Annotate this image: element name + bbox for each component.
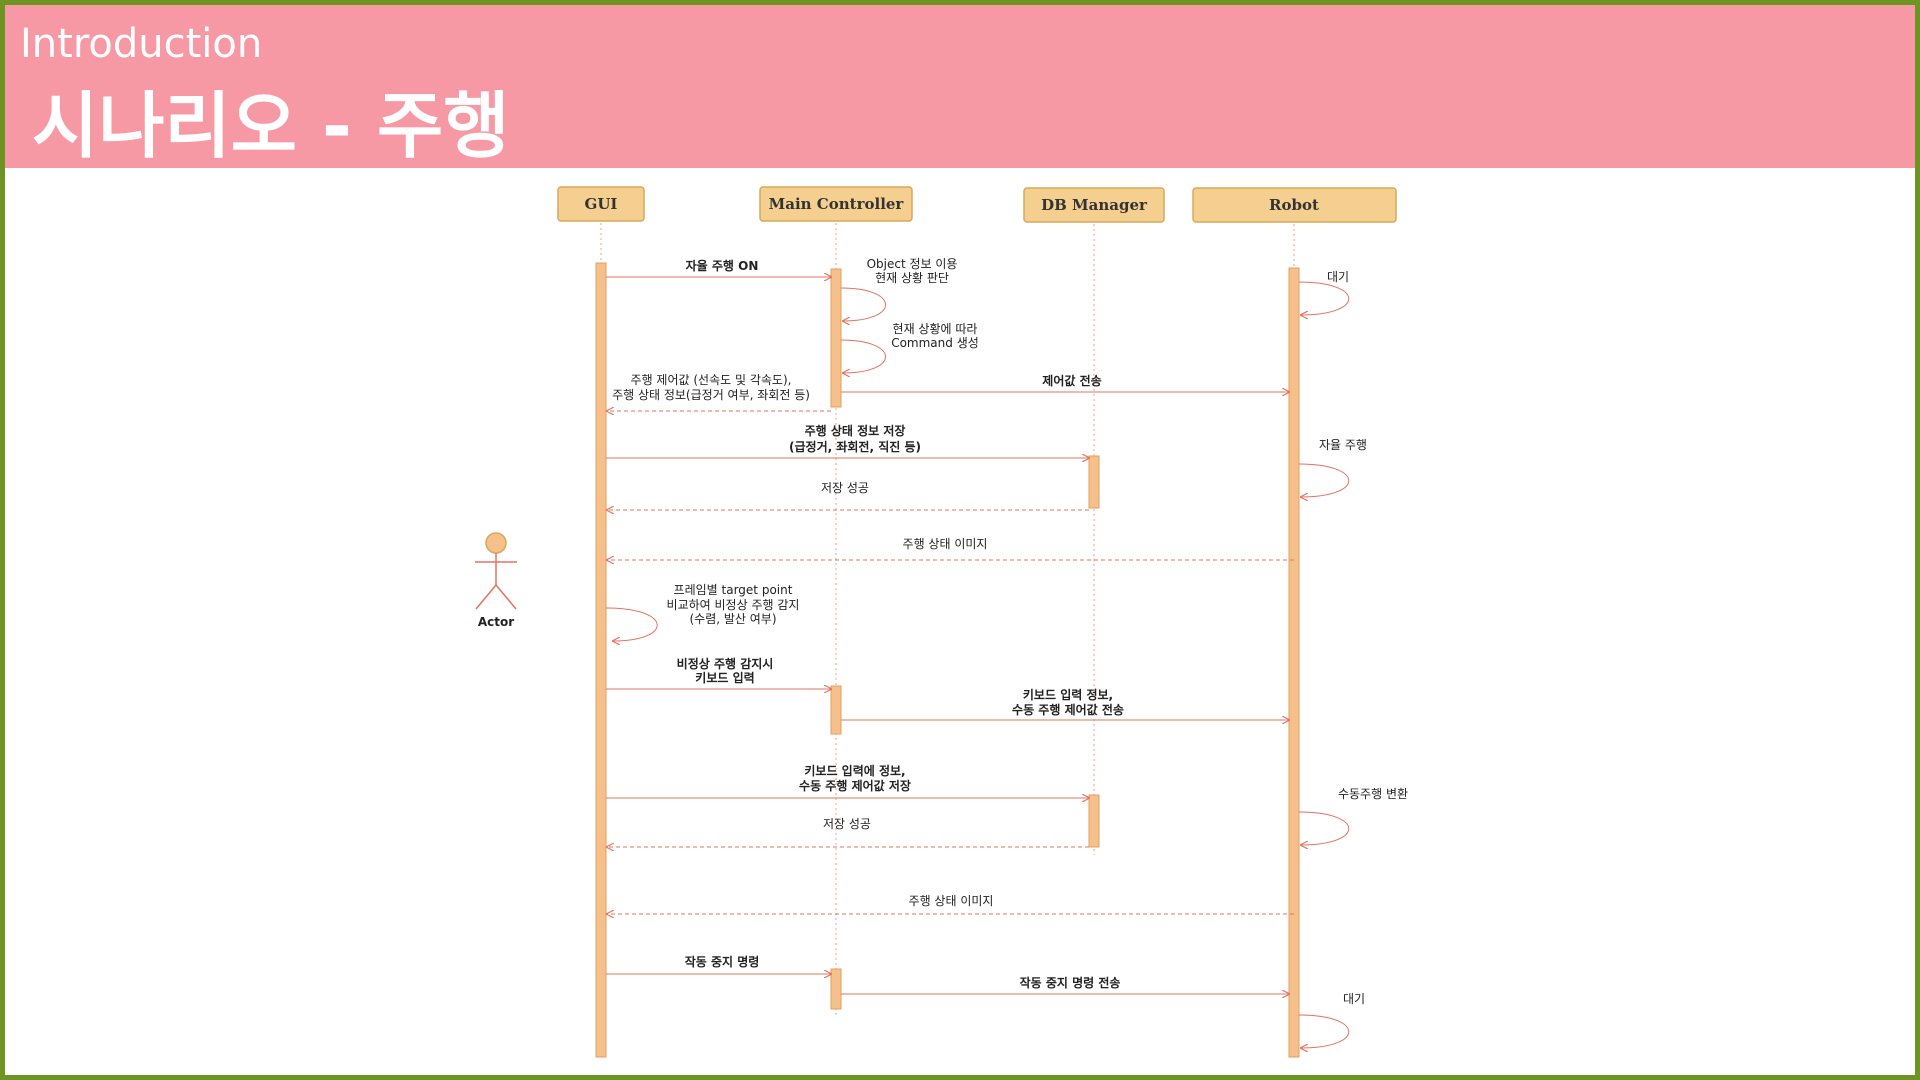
message-label: 비정상 주행 감지시 bbox=[677, 656, 774, 671]
activation-main-controller-3 bbox=[830, 968, 842, 1010]
activation-db-manager-1 bbox=[1088, 455, 1100, 509]
message-label: 주행 상태 이미지 bbox=[903, 536, 988, 551]
message-label: 주행 상태 이미지 bbox=[909, 893, 994, 908]
message-label: 대기 bbox=[1343, 992, 1365, 1006]
slide-subtitle: Introduction bbox=[20, 21, 263, 67]
participant-robot-box bbox=[1192, 187, 1397, 223]
message-label: (급정거, 좌회전, 직진 등) bbox=[789, 439, 921, 454]
message-label: 키보드 입력에 정보, bbox=[804, 763, 905, 778]
message-label: 저장 성공 bbox=[823, 817, 871, 831]
message-label: 수동주행 변환 bbox=[1338, 786, 1408, 801]
message-label: 주행 상태 정보(급정거 여부, 좌회전 등) bbox=[612, 387, 810, 402]
activation-main-controller-2 bbox=[830, 685, 842, 735]
participant-db-manager-label: DB Manager bbox=[1041, 196, 1148, 214]
message-label: (수렴, 발산 여부) bbox=[689, 612, 776, 626]
participant-robot-label: Robot bbox=[1269, 196, 1319, 214]
actor-figure bbox=[475, 532, 517, 610]
message-label: Command 생성 bbox=[891, 336, 979, 350]
message-label: 비교하여 비정상 주행 감지 bbox=[667, 597, 800, 612]
activation-main-controller-1 bbox=[830, 268, 842, 408]
slide-header: Introduction 시나리오 - 주행 bbox=[5, 5, 1915, 168]
participant-gui-box bbox=[557, 186, 645, 222]
message-label: 주행 상태 정보 저장 bbox=[805, 423, 906, 438]
activation-db-manager-2 bbox=[1088, 794, 1100, 848]
message-label: 작동 중지 명령 전송 bbox=[1020, 975, 1121, 990]
actor-label: Actor bbox=[478, 615, 514, 629]
message-label: 주행 제어값 (선속도 및 각속도), bbox=[631, 372, 792, 387]
message-self-loop bbox=[1298, 811, 1350, 845]
message-label: 수동 주행 제어값 전송 bbox=[1012, 702, 1124, 717]
participant-db-manager-box bbox=[1023, 187, 1165, 223]
message-label: 키보드 입력 bbox=[695, 670, 754, 685]
activation-robot bbox=[1288, 267, 1300, 1058]
message-label: Object 정보 이용 bbox=[867, 257, 958, 271]
message-label: 현재 상황 판단 bbox=[875, 271, 949, 285]
sequence-diagram: GUI Main Controller DB Manager Robot Act… bbox=[475, 186, 1408, 1058]
message-label: 프레임별 target point bbox=[674, 583, 793, 597]
message-label: 자율 주행 ON bbox=[686, 258, 759, 273]
message-self-loop bbox=[1298, 1014, 1350, 1048]
message-label: 현재 상황에 따라 bbox=[893, 322, 978, 336]
message-label: 수동 주행 제어값 저장 bbox=[799, 778, 911, 793]
message-label: 키보드 입력 정보, bbox=[1023, 687, 1113, 702]
message-label: 저장 성공 bbox=[821, 481, 869, 495]
message-self-loop bbox=[605, 607, 658, 641]
participant-main-controller-box bbox=[759, 186, 913, 222]
participant-gui-label: GUI bbox=[585, 195, 618, 213]
message-label: 자율 주행 bbox=[1319, 437, 1367, 452]
message-self-loop bbox=[1298, 463, 1350, 497]
message-self-loop bbox=[1298, 281, 1350, 315]
message-self-loop bbox=[840, 339, 886, 373]
message-label: 대기 bbox=[1327, 270, 1349, 284]
message-self-loop bbox=[840, 287, 886, 321]
activation-gui bbox=[595, 262, 607, 1058]
slide-title: 시나리오 - 주행 bbox=[32, 84, 510, 168]
participant-main-controller-label: Main Controller bbox=[769, 195, 905, 213]
message-label: 작동 중지 명령 bbox=[685, 954, 760, 969]
message-label: 제어값 전송 bbox=[1042, 373, 1101, 388]
